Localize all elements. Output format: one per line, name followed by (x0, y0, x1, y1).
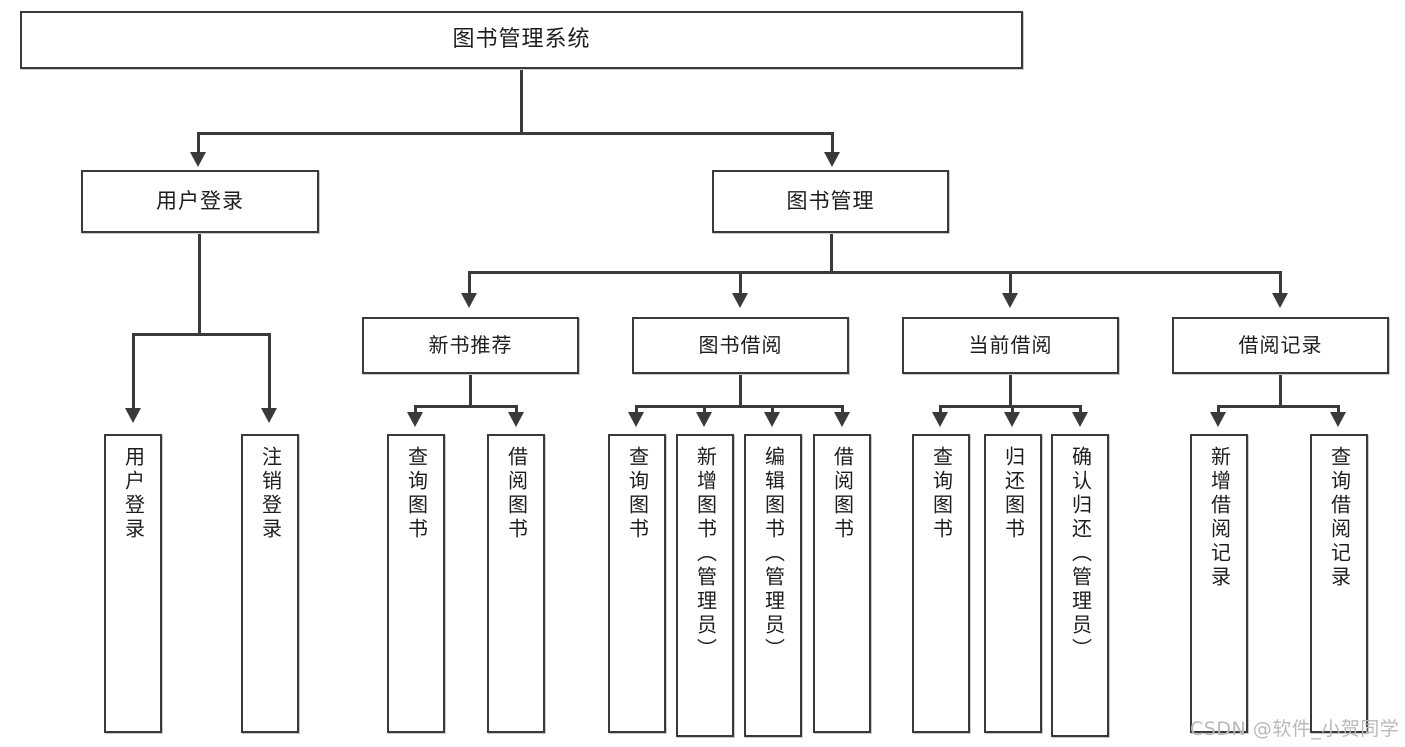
arrow-borrow-book-c3 (764, 412, 780, 427)
connector-user-login-bus (132, 333, 270, 336)
connector-borrow-book-bus (635, 405, 843, 408)
connector-current-borrow-trunk (1009, 374, 1012, 407)
leaf-edit-book-admin[interactable]: 编辑图书（管理员） (744, 434, 802, 737)
connector-new-book-c2 (515, 405, 518, 414)
arrow-current-borrow-c3 (1072, 412, 1088, 427)
node-label: 查询图书 (404, 446, 429, 542)
node-label: 图书管理系统 (452, 27, 591, 53)
connector-book-mgmt-bus (468, 271, 1282, 274)
connector-borrow-record-c1 (1217, 405, 1220, 414)
leaf-add-book-admin[interactable]: 新增图书（管理员） (676, 434, 734, 737)
connector-user-login-left (132, 333, 135, 411)
arrow-to-current-borrow (1002, 293, 1018, 308)
leaf-borrow-book-recommend[interactable]: 借阅图书 (487, 434, 545, 733)
node-label: 查询借阅记录 (1327, 446, 1352, 590)
connector-borrow-record-bus (1217, 405, 1340, 408)
node-label: 图书借阅 (698, 333, 783, 357)
arrow-to-borrow-record (1272, 293, 1288, 308)
connector-to-borrow-book (739, 271, 742, 296)
leaf-return-book[interactable]: 归还图书 (984, 434, 1042, 733)
node-new-book-recommend[interactable]: 新书推荐 (362, 317, 579, 374)
arrow-borrow-book-c1 (628, 412, 644, 427)
node-label: 当前借阅 (968, 333, 1053, 357)
arrow-borrow-book-c2 (696, 412, 712, 427)
arrow-user-login-right (261, 408, 277, 423)
leaf-add-borrow-record[interactable]: 新增借阅记录 (1190, 434, 1248, 733)
connector-book-mgmt-trunk (830, 233, 833, 273)
csdn-watermark: CSDN @软件_小贺同学 (1190, 718, 1400, 740)
connector-borrow-book-c3 (771, 405, 774, 414)
leaf-query-borrow-record[interactable]: 查询借阅记录 (1310, 434, 1368, 733)
leaf-borrow-book[interactable]: 借阅图书 (813, 434, 871, 733)
node-label: 查询图书 (625, 446, 650, 542)
connector-root-bus (197, 132, 834, 135)
connector-current-borrow-c2 (1011, 405, 1014, 414)
connector-new-book-trunk (469, 374, 472, 407)
node-label: 用户登录 (121, 446, 146, 542)
arrow-root-to-user-login (190, 152, 206, 167)
arrow-user-login-left (125, 408, 141, 423)
node-label: 新增图书（管理员） (693, 446, 718, 662)
connector-borrow-record-c2 (1337, 405, 1340, 414)
connector-borrow-book-c2 (703, 405, 706, 414)
arrow-borrow-record-c1 (1210, 412, 1226, 427)
connector-borrow-book-trunk (739, 374, 742, 407)
leaf-user-login[interactable]: 用户登录 (104, 434, 162, 733)
arrow-new-book-c2 (508, 412, 524, 427)
node-label: 编辑图书（管理员） (761, 446, 786, 662)
arrow-borrow-book-c4 (834, 412, 850, 427)
leaf-logout-login[interactable]: 注销登录 (241, 434, 299, 733)
arrow-root-to-book-mgmt (824, 152, 840, 167)
node-label: 注销登录 (258, 446, 283, 542)
node-label: 查询图书 (929, 446, 954, 542)
node-book-borrow[interactable]: 图书借阅 (632, 317, 849, 374)
node-label: 图书管理 (786, 189, 875, 214)
leaf-query-book-recommend[interactable]: 查询图书 (387, 434, 445, 733)
connector-root-to-user-login (197, 132, 200, 156)
node-current-borrow[interactable]: 当前借阅 (902, 317, 1119, 374)
arrow-to-new-book (461, 293, 477, 308)
connector-root-trunk (520, 69, 523, 134)
connector-borrow-book-c4 (841, 405, 844, 414)
node-borrow-record[interactable]: 借阅记录 (1172, 317, 1389, 374)
connector-borrow-record-trunk (1279, 374, 1282, 407)
node-label: 借阅记录 (1238, 333, 1323, 357)
leaf-query-book-current[interactable]: 查询图书 (912, 434, 970, 733)
node-label: 新增借阅记录 (1207, 446, 1232, 590)
node-label: 归还图书 (1001, 446, 1026, 542)
node-user-login[interactable]: 用户登录 (81, 170, 319, 233)
node-label: 借阅图书 (504, 446, 529, 542)
connector-to-new-book (468, 271, 471, 296)
connector-to-borrow-record (1279, 271, 1282, 296)
connector-new-book-bus (414, 405, 517, 408)
connector-current-borrow-bus (939, 405, 1080, 408)
connector-root-to-book-mgmt (831, 132, 834, 156)
arrow-to-borrow-book (732, 293, 748, 308)
connector-new-book-c1 (414, 405, 417, 414)
node-label: 用户登录 (156, 189, 244, 214)
connector-current-borrow-c3 (1079, 405, 1082, 414)
arrow-current-borrow-c2 (1004, 412, 1020, 427)
node-label: 借阅图书 (830, 446, 855, 542)
node-root-system[interactable]: 图书管理系统 (20, 11, 1023, 69)
connector-current-borrow-c1 (939, 405, 942, 414)
node-label: 确认归还（管理员） (1068, 446, 1093, 662)
connector-to-current-borrow (1009, 271, 1012, 296)
arrow-borrow-record-c2 (1330, 412, 1346, 427)
connector-borrow-book-c1 (635, 405, 638, 414)
arrow-new-book-c1 (407, 412, 423, 427)
leaf-confirm-return-admin[interactable]: 确认归还（管理员） (1051, 434, 1109, 737)
node-label: 新书推荐 (428, 333, 513, 357)
connector-user-login-right (268, 333, 271, 411)
arrow-current-borrow-c1 (932, 412, 948, 427)
node-book-management[interactable]: 图书管理 (712, 170, 949, 233)
connector-user-login-trunk (198, 233, 201, 335)
leaf-query-book-borrow[interactable]: 查询图书 (608, 434, 666, 733)
